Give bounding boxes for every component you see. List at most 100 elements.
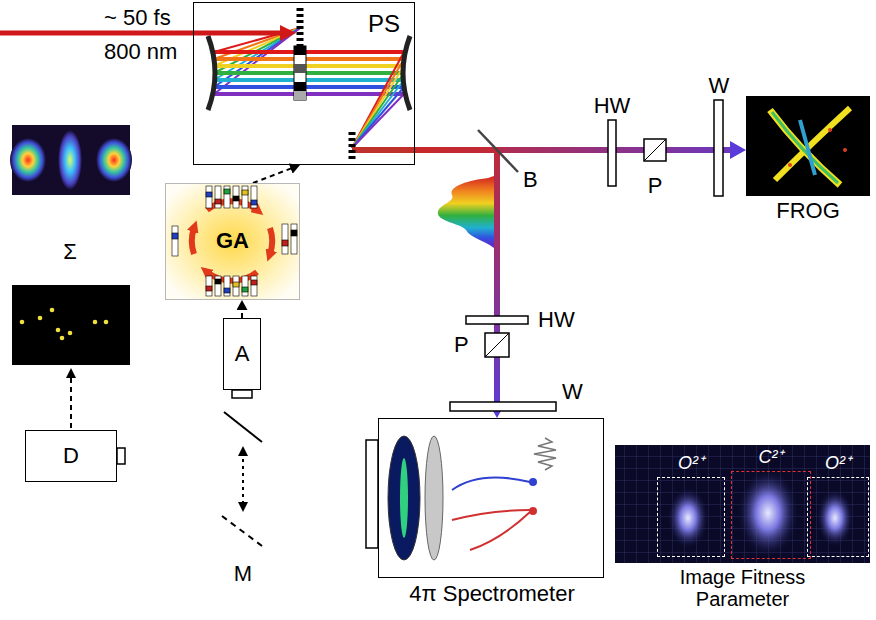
genetic-algorithm-art — [207, 201, 257, 210]
spectrometer-art — [452, 478, 530, 491]
window-plate — [714, 100, 723, 196]
genetic-algorithm-art — [165, 183, 300, 300]
single-shot-image — [104, 320, 109, 325]
genetic-algorithm-art — [206, 192, 212, 197]
node-label: GA — [216, 229, 249, 253]
single-shot-image — [93, 320, 98, 325]
camera-box: A — [223, 318, 261, 390]
ion-window-frame — [731, 471, 811, 559]
spectrum-shape — [438, 176, 494, 248]
window-plate — [450, 402, 556, 411]
genetic-algorithm-art — [224, 189, 230, 194]
genetic-algorithm-art — [242, 190, 248, 195]
node-label: O²⁺ — [657, 454, 725, 474]
polarizer-cube — [485, 333, 509, 357]
pulse-shaper-optics — [214, 71, 404, 75]
pulse-shaper-optics — [352, 52, 404, 148]
genetic-algorithm-art — [242, 287, 248, 292]
genetic-algorithm-art — [206, 186, 212, 208]
node-caption: 4π Spectrometer — [362, 582, 622, 606]
genetic-algorithm-art — [251, 200, 257, 205]
fitness-image: Image Fitness ParameterO²⁺C²⁺O²⁺ — [615, 445, 870, 563]
single-shot-image — [12, 285, 130, 365]
single-shot-image — [60, 336, 65, 341]
fitness-image-art — [817, 490, 853, 546]
frog-trace: FROG — [746, 96, 870, 196]
beam-splitter — [478, 130, 518, 172]
half-waveplate — [608, 120, 616, 186]
single-shot-image — [38, 316, 43, 321]
spectrometer-art — [534, 438, 556, 470]
spectrometer-art — [400, 458, 408, 538]
pulse-shaper-optics — [294, 82, 306, 91]
frog-trace-image — [828, 128, 832, 132]
pulse-shaper-box: PS — [193, 2, 415, 165]
spectrometer-art — [529, 478, 537, 486]
single-shot-image — [20, 308, 109, 341]
beam-splitter — [478, 130, 518, 172]
flip-mirror — [242, 452, 244, 506]
pulse-shaper-optics — [352, 66, 404, 148]
genetic-algorithm-art — [251, 276, 257, 296]
laser-beam — [415, 150, 497, 408]
single-shot-image — [68, 331, 73, 336]
genetic-algorithm-art — [165, 183, 300, 300]
fitness-image-art — [668, 488, 708, 548]
sum-symbol: Σ — [63, 240, 77, 264]
frog-trace-image — [746, 96, 870, 196]
single-shot-image — [50, 308, 55, 313]
pulse-shaper-optics — [214, 50, 404, 54]
genetic-algorithm-art — [192, 228, 194, 254]
fitness-image-art — [615, 445, 870, 563]
flip-mirror — [222, 516, 262, 546]
window-plate — [450, 402, 556, 411]
sum-image — [10, 125, 132, 195]
ion-window: O²⁺ — [657, 453, 725, 557]
genetic-algorithm-art — [242, 186, 248, 208]
genetic-algorithm-art — [282, 224, 288, 254]
fitness-image-art — [738, 470, 798, 556]
genetic-algorithm-art — [215, 199, 221, 204]
flip-mirror — [224, 412, 262, 442]
spectrum-shape — [438, 176, 494, 248]
pulse-shaper-optics — [352, 73, 404, 148]
detector-nub — [117, 448, 125, 464]
genetic-algorithm-art — [215, 186, 221, 208]
ion-window: C²⁺ — [731, 447, 811, 559]
genetic-algorithm-art — [206, 276, 212, 296]
genetic-algorithm-art — [242, 276, 248, 296]
pulse-shaper-optics — [352, 147, 415, 153]
ion-window-frame — [807, 477, 869, 557]
single-shot-image — [12, 285, 130, 365]
sum-image — [10, 138, 46, 182]
half-waveplate — [466, 316, 528, 324]
waveplate-label: HW — [538, 308, 575, 332]
node-label: PS — [368, 11, 400, 37]
genetic-algorithm-art — [172, 226, 178, 256]
single-shot-image — [56, 328, 61, 333]
detector-box: D — [25, 430, 117, 482]
node-label: O²⁺ — [807, 454, 869, 474]
genetic-algorithm-art — [233, 276, 239, 296]
spectrometer-art — [470, 512, 530, 550]
pulse-shaper-optics — [214, 57, 404, 61]
polarizer-cube — [644, 139, 666, 161]
input-laser-arrow — [0, 31, 284, 36]
node-caption: FROG — [718, 199, 876, 223]
genetic-algorithm-art — [291, 230, 297, 236]
pulse-shaper-optics — [214, 78, 404, 82]
genetic-algorithm-art — [224, 288, 230, 293]
window-plate — [714, 100, 723, 196]
sum-image — [58, 130, 82, 190]
flip-mirror — [222, 412, 262, 546]
pulse-shaper-optics — [214, 85, 404, 89]
spectrometer-art — [366, 440, 378, 548]
window-label: W — [562, 380, 583, 404]
pulse-shaper-optics — [349, 132, 356, 162]
node-caption: Image Fitness Parameter — [648, 566, 838, 610]
frog-trace-image — [746, 96, 870, 196]
genetic-algorithm-art — [224, 276, 230, 296]
